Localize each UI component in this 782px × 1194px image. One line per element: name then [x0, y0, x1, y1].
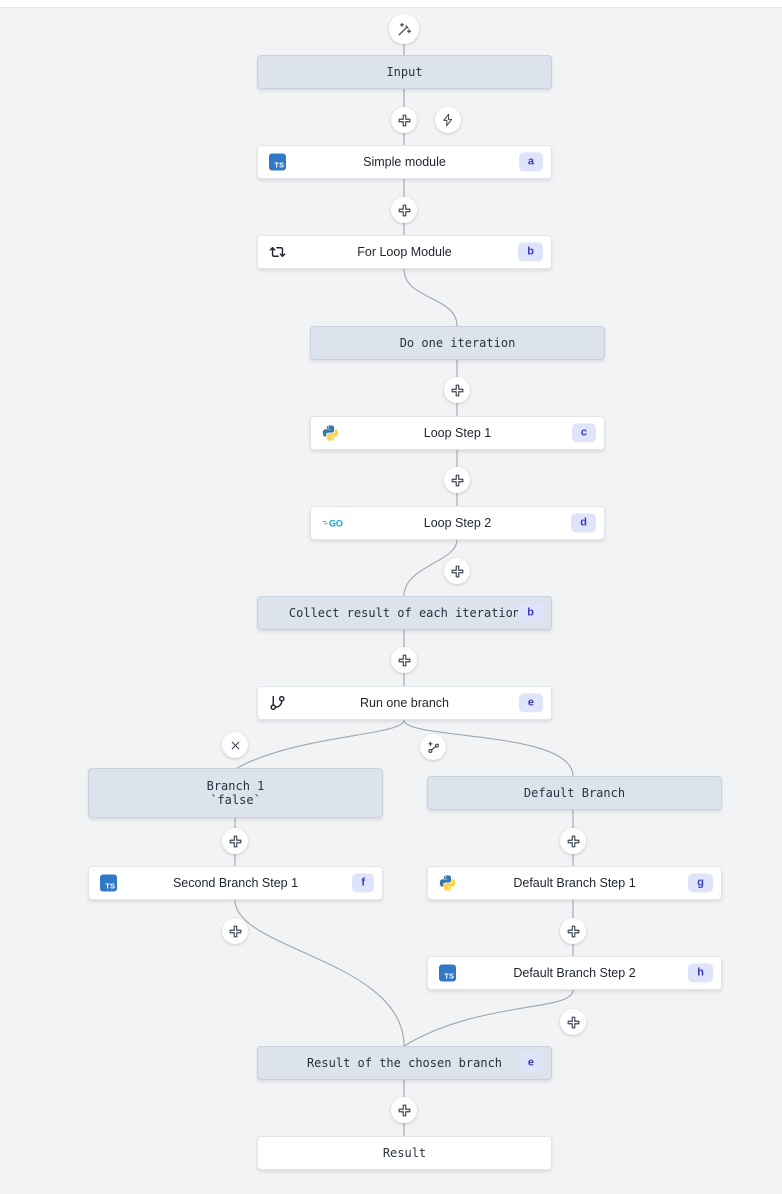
node-label: Default Branch Step 2: [513, 966, 636, 980]
remove-branch-button[interactable]: [222, 732, 248, 758]
node-label: Second Branch Step 1: [172, 876, 299, 890]
add-step-button[interactable]: [560, 1009, 586, 1035]
node-badge: b: [518, 603, 543, 623]
flow-node-loop-step-2[interactable]: GO Loop Step 2 d: [310, 506, 605, 540]
flow-node-second-branch-step-1[interactable]: TS Second Branch Step 1 f: [88, 866, 383, 900]
git-branch-icon: [269, 695, 286, 712]
top-bar: [0, 0, 782, 8]
plus-icon: [398, 114, 410, 126]
python-icon: [439, 875, 456, 892]
flow-edge: [403, 539, 458, 597]
node-label: Run one branch: [360, 696, 449, 710]
node-label: Do one iteration: [399, 336, 516, 350]
add-step-button[interactable]: [444, 467, 470, 493]
loop-icon: [269, 244, 286, 261]
typescript-icon: TS: [439, 964, 456, 982]
flow-edge: [403, 268, 458, 327]
flow-node-run-one-branch[interactable]: Run one branch e: [257, 686, 552, 720]
flow-node-result[interactable]: Result: [257, 1136, 552, 1170]
trigger-button[interactable]: [435, 107, 461, 133]
node-label: Default Branch: [523, 786, 626, 800]
add-step-button[interactable]: [391, 1097, 417, 1123]
flow-node-default-branch-step-1[interactable]: Default Branch Step 1 g: [427, 866, 722, 900]
plus-icon: [451, 565, 463, 577]
plus-icon: [398, 204, 410, 216]
add-step-button[interactable]: [222, 918, 248, 944]
node-badge: c: [571, 423, 596, 443]
node-badge: b: [518, 242, 543, 262]
add-step-button[interactable]: [444, 558, 470, 584]
flow-node-simple-module[interactable]: TS Simple module a: [257, 145, 552, 179]
flow-node-default-branch-step-2[interactable]: TS Default Branch Step 2 h: [427, 956, 722, 990]
branch-plus-icon: [427, 741, 439, 753]
plus-icon: [567, 835, 579, 847]
node-badge: g: [688, 873, 713, 893]
node-badge: f: [352, 873, 374, 893]
plus-icon: [451, 384, 463, 396]
svg-text:GO: GO: [329, 518, 343, 528]
python-icon: [322, 425, 339, 442]
plus-icon: [229, 925, 241, 937]
plus-icon: [451, 474, 463, 486]
flow-edge: [234, 899, 405, 1047]
branch-label: Branch 1: [206, 779, 265, 793]
add-step-button[interactable]: [444, 377, 470, 403]
plus-icon: [398, 654, 410, 666]
typescript-icon: TS: [269, 153, 286, 171]
branch-condition: `false`: [210, 793, 261, 807]
node-badge: a: [518, 152, 543, 172]
add-step-button[interactable]: [391, 107, 417, 133]
node-label: Result of the chosen branch: [306, 1056, 503, 1070]
node-label: Branch 1 `false`: [207, 779, 265, 807]
x-icon: [231, 741, 239, 749]
plus-icon: [567, 925, 579, 937]
flow-node-loop-step-1[interactable]: Loop Step 1 c: [310, 416, 605, 450]
plus-icon: [398, 1104, 410, 1116]
flow-node-collect-result[interactable]: Collect result of each iteration b: [257, 596, 552, 630]
flow-edge: [403, 719, 574, 777]
flow-node-branch-1[interactable]: Branch 1 `false`: [88, 768, 383, 818]
node-badge: e: [518, 693, 543, 713]
flow-node-input[interactable]: Input: [257, 55, 552, 89]
node-label: Collect result of each iteration: [288, 606, 521, 620]
add-step-button[interactable]: [391, 647, 417, 673]
flow-node-default-branch[interactable]: Default Branch: [427, 776, 722, 810]
node-label: Loop Step 2: [423, 516, 492, 530]
flow-edge: [403, 989, 574, 1047]
typescript-icon: TS: [100, 874, 117, 892]
node-label: Input: [386, 65, 423, 79]
flow-node-for-loop-module[interactable]: For Loop Module b: [257, 235, 552, 269]
ai-wand-button[interactable]: [389, 14, 419, 44]
lightning-icon: [443, 113, 453, 127]
wand-sparkles-icon: [398, 22, 411, 35]
node-label: Loop Step 1: [423, 426, 492, 440]
go-icon: GO: [322, 517, 346, 529]
plus-icon: [229, 835, 241, 847]
add-branch-button[interactable]: [420, 734, 446, 760]
flow-node-result-of-chosen-branch[interactable]: Result of the chosen branch e: [257, 1046, 552, 1080]
node-label: For Loop Module: [357, 245, 452, 259]
node-label: Result: [382, 1146, 427, 1160]
node-badge: h: [688, 963, 713, 983]
flow-edge: [236, 719, 405, 769]
add-step-button[interactable]: [222, 828, 248, 854]
node-badge: d: [571, 513, 596, 533]
add-step-button[interactable]: [560, 828, 586, 854]
node-label: Simple module: [363, 155, 446, 169]
plus-icon: [567, 1016, 579, 1028]
add-step-button[interactable]: [391, 197, 417, 223]
flow-node-do-one-iteration[interactable]: Do one iteration: [310, 326, 605, 360]
add-step-button[interactable]: [560, 918, 586, 944]
node-badge: e: [518, 1053, 543, 1073]
node-label: Default Branch Step 1: [513, 876, 636, 890]
